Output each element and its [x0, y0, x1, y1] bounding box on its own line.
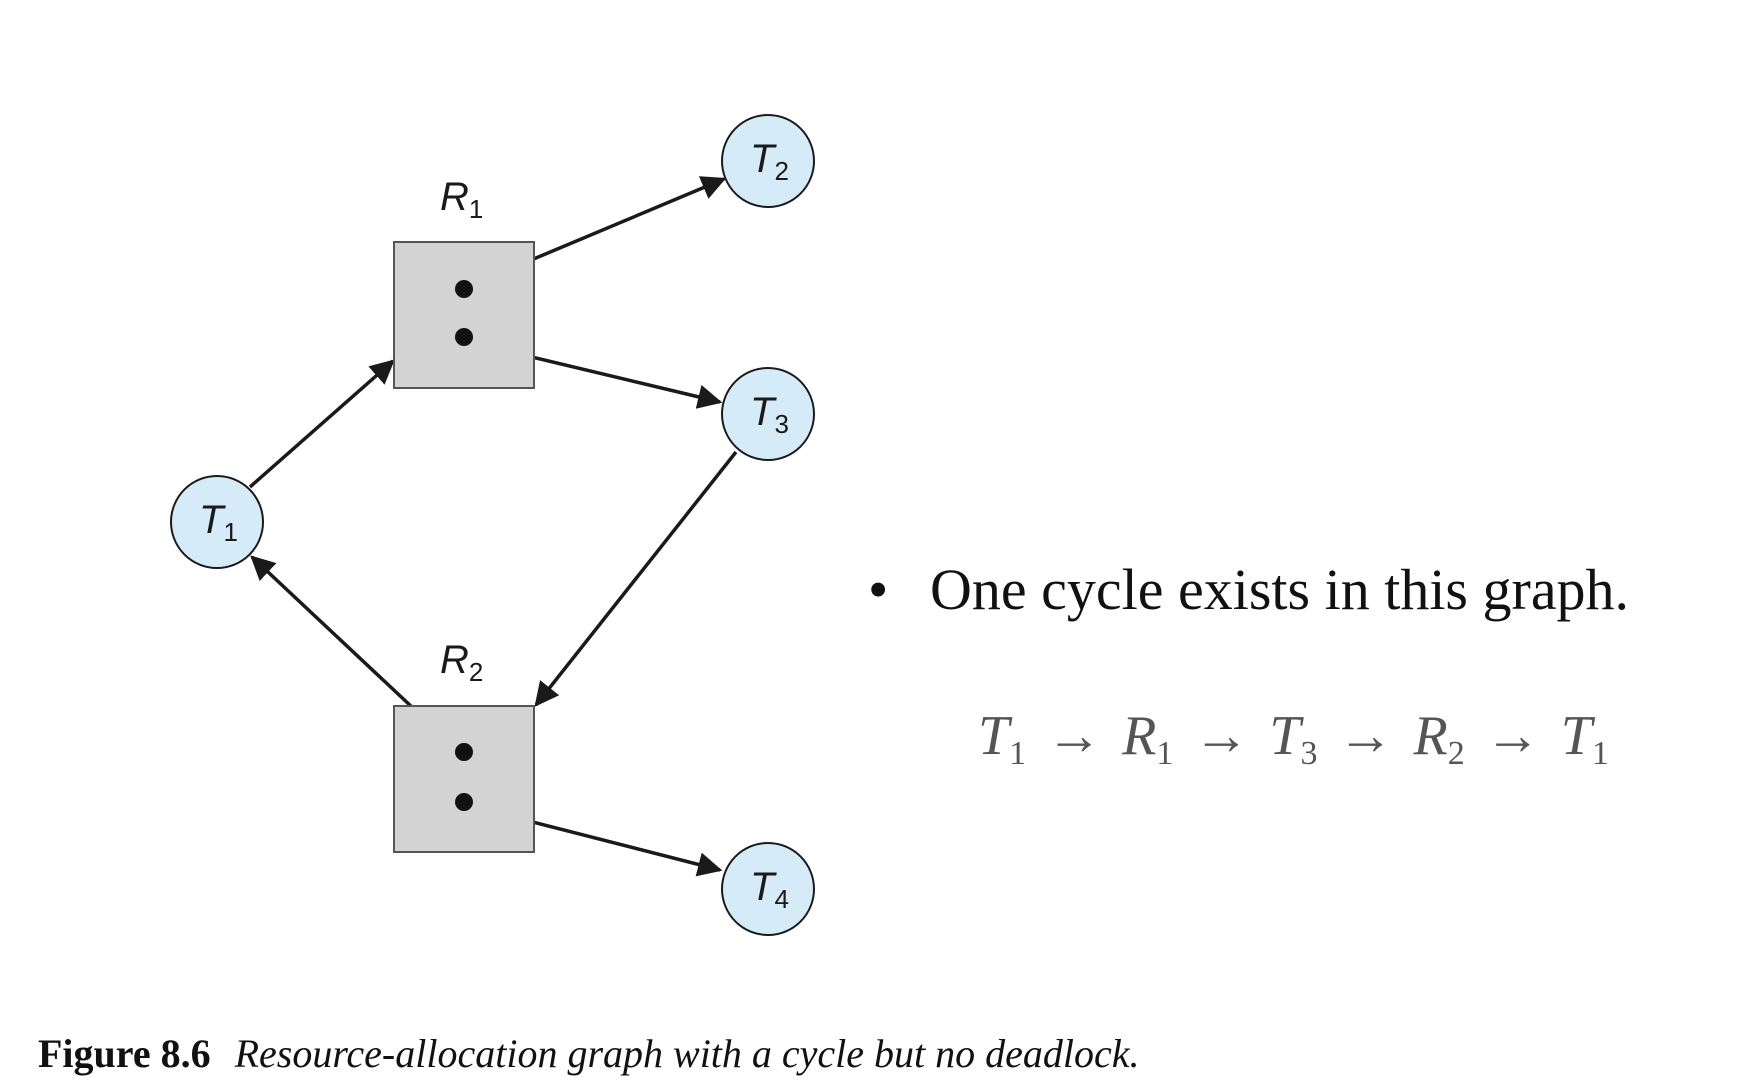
bullet-statement: • One cycle exists in this graph. — [868, 556, 1629, 623]
t1-label: T1 — [199, 498, 238, 547]
cycle-arrow-3: → — [1337, 705, 1394, 767]
t3-label: T3 — [750, 390, 789, 439]
cycle-arrow-2: → — [1193, 705, 1250, 767]
r1-instance-1 — [455, 280, 473, 298]
cycle-arrow-4: → — [1484, 705, 1541, 767]
t2-label: T2 — [750, 137, 789, 186]
figure-caption: Figure 8.6 Resource-allocation graph with… — [38, 1030, 1140, 1077]
cycle-node-4: R2 — [1413, 705, 1465, 772]
r1-label: R1 — [440, 175, 483, 224]
bullet-marker: • — [868, 557, 889, 622]
cycle-node-5: T1 — [1560, 705, 1609, 772]
resource-r1: R1 — [393, 175, 535, 389]
cycle-node-1: T1 — [978, 705, 1027, 772]
figure-caption-text: Resource-allocation graph with a cycle b… — [234, 1031, 1140, 1076]
r2-instance-1 — [455, 743, 473, 761]
r1-instance-2 — [455, 328, 473, 346]
thread-t1: T1 — [170, 475, 264, 569]
thread-t2: T2 — [721, 114, 815, 208]
r2-instance-2 — [455, 793, 473, 811]
figure-number: Figure 8.6 — [38, 1031, 211, 1076]
cycle-arrow-1: → — [1046, 705, 1103, 767]
edge-t3-to-r2 — [534, 450, 738, 707]
cycle-node-2: R1 — [1122, 705, 1174, 772]
cycle-node-3: T3 — [1269, 705, 1318, 772]
cycle-expression: T1 → R1 → T3 → R2 → T1 — [978, 704, 1609, 773]
t4-label: T4 — [750, 865, 789, 914]
thread-t3: T3 — [721, 367, 815, 461]
bullet-text: One cycle exists in this graph. — [930, 557, 1630, 622]
resource-r2: R2 — [393, 638, 535, 853]
r2-label: R2 — [440, 638, 483, 687]
edge-t1-to-r1 — [248, 359, 395, 489]
thread-t4: T4 — [721, 842, 815, 936]
